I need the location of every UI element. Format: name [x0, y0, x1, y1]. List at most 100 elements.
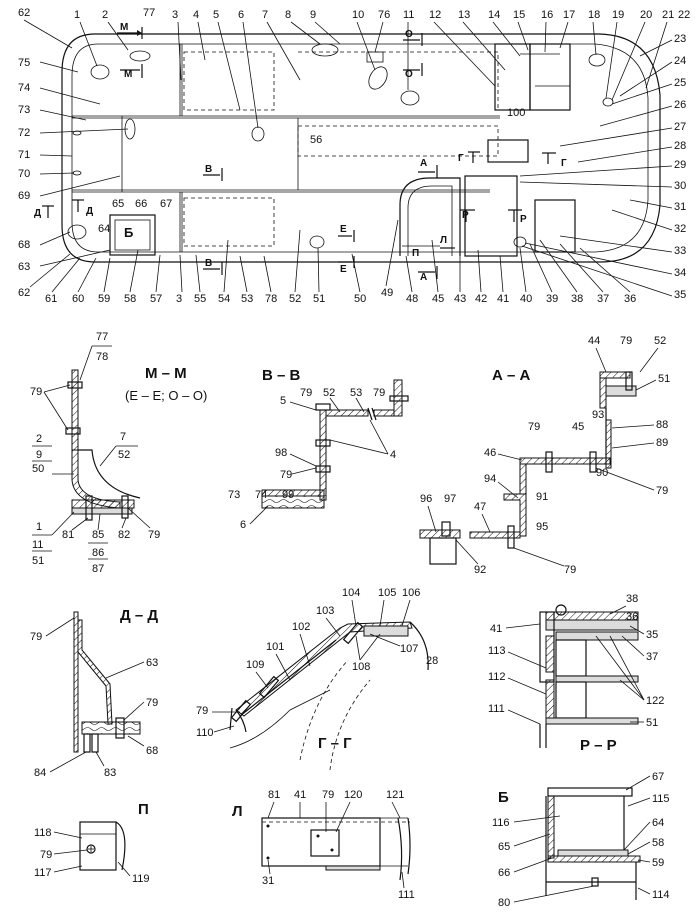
opening-6 — [251, 126, 265, 142]
plan-top-label: 9 — [310, 9, 316, 21]
pp-label: 51 — [646, 717, 658, 729]
aa-label: 79 — [564, 564, 576, 576]
aa-label: 95 — [536, 521, 548, 533]
plan-bottom-label: 39 — [546, 293, 558, 305]
mm-label: 79 — [148, 529, 160, 541]
dd-bolt — [115, 717, 125, 739]
aa-label: 94 — [484, 473, 496, 485]
plan-right-label: 35 — [674, 289, 686, 301]
gg-rib — [239, 639, 337, 717]
aa-shelf-wall — [519, 463, 527, 495]
plan-top-label: 7 — [262, 9, 268, 21]
pp-top-panel — [545, 611, 639, 621]
aa-label: 79 — [656, 485, 668, 497]
entry-frame — [464, 175, 518, 257]
mm-label: 51 — [32, 555, 44, 567]
plan-bottom-label: 78 — [265, 293, 277, 305]
aa-bolt — [625, 371, 633, 391]
step-block-3 — [487, 139, 529, 163]
floor-plan-view — [61, 33, 661, 263]
gg-label: 109 — [246, 659, 264, 671]
section-gg-title: Г – Г — [318, 735, 352, 752]
gg-label: 106 — [402, 587, 420, 599]
plan-top-labels: 62 1 2 77 3 4 5 6 7 8 9 10 76 11 12 13 1… — [18, 7, 690, 21]
plan-right-label: 27 — [674, 121, 686, 133]
section-mm: М – М (Е – Е; О – О) 77 78 79 2 9 50 7 5… — [30, 331, 207, 575]
aa-label: 44 — [588, 335, 600, 347]
pp-side-panel — [545, 635, 555, 673]
dd-bolt-2 — [83, 733, 91, 753]
aa-low-shelf — [469, 531, 521, 539]
cut-letter: Е — [340, 264, 347, 275]
dd-wall — [73, 611, 79, 753]
cut-letter: А — [420, 272, 427, 283]
section-aa-title: А – А — [492, 367, 531, 384]
gg-bolt-2 — [258, 675, 280, 699]
aa-label: 92 — [474, 564, 486, 576]
plan-top-label: 21 — [662, 9, 674, 21]
b-label: 80 — [498, 897, 510, 909]
plan-right-label: 30 — [674, 180, 686, 192]
plan-bottom-label: 60 — [72, 293, 84, 305]
mm-label: 78 — [96, 351, 108, 363]
mm-curve — [78, 449, 141, 499]
bb-top-panel-2 — [373, 409, 395, 417]
bb-right-wall — [393, 379, 403, 417]
gg-label: 104 — [342, 587, 360, 599]
plan-right-label: 31 — [674, 201, 686, 213]
bb-label: 74 — [255, 489, 267, 501]
plan-left-label: 73 — [18, 104, 30, 116]
bb-label: 79 — [373, 387, 385, 399]
pp-label: 38 — [626, 593, 638, 605]
mm-floor — [71, 499, 135, 509]
aa-base-channel — [429, 537, 457, 565]
aa-label: 97 — [444, 493, 456, 505]
gg-label: 28 — [426, 655, 438, 667]
opening-10 — [588, 53, 606, 67]
l-edge — [397, 817, 411, 881]
aa-label: 90 — [596, 467, 608, 479]
plan-bottom-label: 57 — [150, 293, 162, 305]
hidden-panel-1 — [183, 51, 275, 111]
view-l: Л 81 41 79 120 121 31 111 — [232, 789, 415, 901]
plan-top-label: 1 — [74, 9, 80, 21]
plan-top-label: 13 — [458, 9, 470, 21]
section-dd: Д – Д 79 63 79 68 84 83 — [30, 607, 158, 779]
plan-cut-markers: М М О О В В А А Г Г Д Д Е — [34, 22, 567, 283]
pp-top-block — [545, 619, 639, 631]
cut-letter: М — [120, 22, 128, 33]
view-b-title: Б — [498, 789, 509, 806]
plan-inner-label: 66 — [135, 198, 147, 210]
pp-box-2 — [555, 681, 587, 719]
plan-left-label: 74 — [18, 82, 30, 94]
plan-bottom-label: 40 — [520, 293, 532, 305]
aa-label: 91 — [536, 491, 548, 503]
plan-top-label: 17 — [563, 9, 575, 21]
b-label: 114 — [652, 889, 670, 901]
hidden-panel-3 — [297, 125, 499, 157]
mm-label: 87 — [92, 563, 104, 575]
plan-bottom-label: 59 — [98, 293, 110, 305]
mm-label: 85 — [92, 529, 104, 541]
plan-bottom-label: 49 — [381, 287, 393, 299]
bb-top-panel — [325, 409, 369, 417]
slot-2 — [72, 170, 82, 176]
gg-hidden-1 — [299, 659, 349, 761]
floor-outline — [61, 33, 661, 263]
b-label: 59 — [652, 857, 664, 869]
dd-label: 79 — [146, 697, 158, 709]
pp-label: 41 — [490, 623, 502, 635]
plan-bottom-labels: 62 61 60 59 58 57 3 55 54 53 78 52 51 50… — [18, 287, 636, 305]
dd-floor — [81, 721, 141, 735]
b-bolt — [591, 877, 599, 887]
plan-bottom-label: 54 — [218, 293, 230, 305]
cut-letter: А — [420, 158, 427, 169]
aa-bolt-2 — [545, 451, 553, 473]
bb-label: 6 — [240, 519, 246, 531]
mm-label: 77 — [96, 331, 108, 343]
pp-box — [555, 639, 587, 677]
bb-label: 5 — [280, 395, 286, 407]
dd-label: 68 — [146, 745, 158, 757]
pp-label: 35 — [646, 629, 658, 641]
gg-arc-panel — [235, 621, 413, 717]
